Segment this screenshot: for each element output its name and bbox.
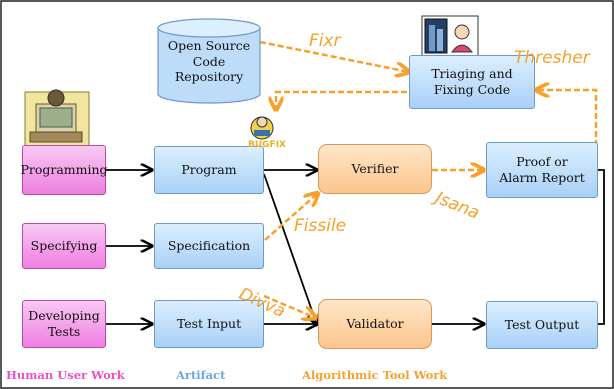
- node-specification: Specification: [154, 223, 264, 269]
- person-at-window-icon: [421, 15, 479, 57]
- tool-label-fissile: Fissile: [294, 216, 347, 236]
- node-test-output-label: Test Output: [504, 317, 580, 333]
- tool-label-bugfix: BUGFIX: [248, 140, 286, 150]
- node-repository-label: Open Source Code Repository: [167, 38, 251, 85]
- node-triaging: Triaging and Fixing Code: [409, 55, 535, 109]
- tool-label-fixr: Fixr: [309, 31, 341, 51]
- node-program: Program: [154, 146, 264, 194]
- node-test-output: Test Output: [486, 301, 598, 349]
- node-developing-tests: Developing Tests: [22, 300, 106, 348]
- node-repository: Open Source Code Repository: [160, 38, 258, 85]
- programmer-icon: [24, 89, 90, 149]
- node-verifier: Verifier: [318, 144, 432, 194]
- node-test-input-label: Test Input: [176, 316, 242, 332]
- node-test-input: Test Input: [154, 300, 264, 348]
- node-program-label: Program: [181, 162, 237, 178]
- node-validator-label: Validator: [346, 316, 404, 332]
- node-specifying-label: Specifying: [30, 238, 98, 254]
- node-programming: Programming: [20, 145, 108, 195]
- edge-output-loop: [598, 169, 605, 325]
- node-proof-report-label: Proof or Alarm Report: [499, 154, 585, 185]
- edge-triage-to-program: [276, 90, 407, 110]
- edge-divva: [263, 294, 316, 318]
- tool-label-thresher: Thresher: [514, 48, 590, 68]
- edge-thresher-to-triage: [536, 90, 598, 164]
- legend-human: Human User Work: [6, 368, 125, 382]
- edge-program-validator: [263, 173, 317, 325]
- repository-cylinder: [157, 18, 261, 104]
- node-programming-label: Programming: [20, 162, 108, 178]
- edge-fissile: [264, 193, 318, 241]
- node-verifier-label: Verifier: [351, 161, 399, 177]
- legend-tool: Algorithmic Tool Work: [302, 368, 448, 382]
- edge-fixr: [259, 40, 409, 72]
- node-triaging-label: Triaging and Fixing Code: [431, 66, 513, 97]
- legend-artifact: Artifact: [176, 368, 226, 382]
- bugfix-icon: [250, 116, 274, 140]
- node-specification-label: Specification: [167, 238, 251, 254]
- node-developing-tests-label: Developing Tests: [28, 308, 100, 339]
- node-specifying: Specifying: [22, 223, 106, 269]
- node-proof-report: Proof or Alarm Report: [486, 142, 598, 198]
- node-validator: Validator: [318, 299, 432, 349]
